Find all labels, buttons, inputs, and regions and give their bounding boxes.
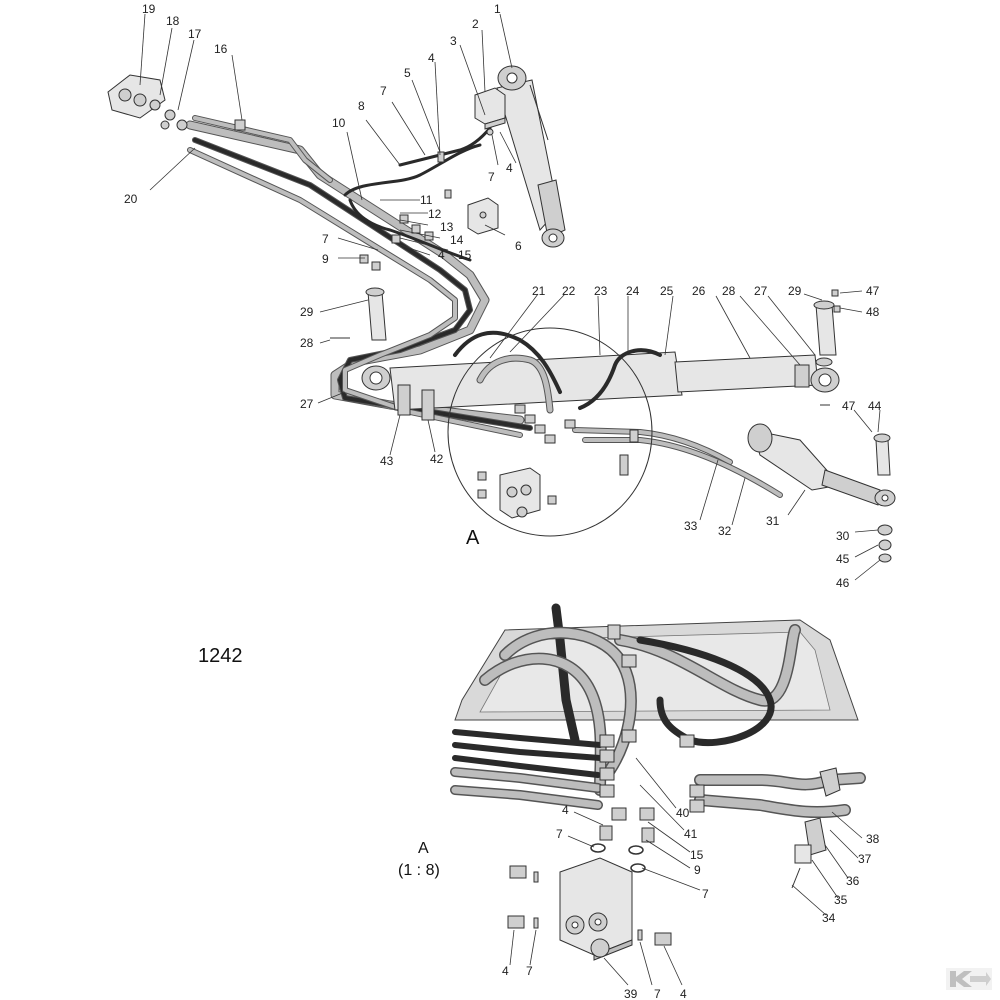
lift-cylinder bbox=[496, 65, 566, 248]
hose-bundle-upper bbox=[185, 115, 533, 438]
callout-d9: 9 bbox=[694, 863, 701, 877]
boom-cylinder bbox=[361, 351, 840, 411]
callout-d7b: 7 bbox=[702, 887, 709, 901]
callout-d7d: 7 bbox=[654, 987, 661, 1000]
pin-right-upper bbox=[813, 289, 841, 367]
callout-29-b: 29 bbox=[788, 284, 802, 298]
callout-d41: 41 bbox=[684, 827, 698, 841]
callout-27-b: 27 bbox=[754, 284, 768, 298]
callout-12: 12 bbox=[428, 207, 442, 221]
callout-d7a: 7 bbox=[556, 827, 563, 841]
callouts-detail: 40 41 15 9 4 7 7 38 37 36 35 34 4 7 39 7… bbox=[502, 803, 880, 1000]
callout-d38: 38 bbox=[866, 832, 880, 846]
callout-28-b: 28 bbox=[722, 284, 736, 298]
valve-block-mid bbox=[477, 467, 557, 519]
callout-leaders-upper bbox=[139, 13, 517, 259]
callout-17: 17 bbox=[188, 27, 202, 41]
callout-22: 22 bbox=[562, 284, 576, 298]
callout-leaders-detail bbox=[509, 757, 863, 986]
callout-48: 48 bbox=[866, 305, 880, 319]
callout-26: 26 bbox=[692, 284, 706, 298]
callout-47-a: 47 bbox=[866, 284, 880, 298]
callout-d4b: 4 bbox=[502, 964, 509, 978]
callout-16: 16 bbox=[214, 42, 228, 56]
callout-11: 11 bbox=[420, 193, 433, 207]
callout-45: 45 bbox=[836, 552, 850, 566]
callout-1: 1 bbox=[494, 2, 501, 16]
callout-d35: 35 bbox=[834, 893, 848, 907]
drawing-number: 1242 bbox=[198, 645, 243, 667]
callout-d36: 36 bbox=[846, 874, 860, 888]
callout-7-c: 7 bbox=[322, 232, 329, 246]
detail-a-view bbox=[450, 603, 866, 961]
callout-33: 33 bbox=[684, 519, 698, 533]
callout-3: 3 bbox=[450, 34, 457, 48]
callout-32: 32 bbox=[718, 524, 732, 538]
callout-28-a: 28 bbox=[300, 336, 314, 350]
callout-30: 30 bbox=[836, 529, 850, 543]
small-cylinder bbox=[747, 423, 896, 507]
callout-43: 43 bbox=[380, 454, 394, 468]
callout-4-c: 4 bbox=[438, 248, 445, 262]
callout-18: 18 bbox=[166, 14, 180, 28]
k-arrow-logo bbox=[946, 968, 992, 990]
detail-label: A bbox=[418, 840, 429, 857]
callout-4-a: 4 bbox=[428, 51, 435, 65]
callouts-upper: 19 18 17 16 20 1 2 3 4 5 7 8 10 7 4 11 1… bbox=[124, 2, 522, 266]
callouts-middle: 21 22 23 24 25 26 28 27 29 47 48 29 28 2… bbox=[300, 284, 882, 590]
hose-pair-upper-middle bbox=[343, 126, 492, 262]
callout-d4c: 4 bbox=[680, 987, 687, 1000]
callout-24: 24 bbox=[626, 284, 640, 298]
callout-23: 23 bbox=[594, 284, 608, 298]
callout-15: 15 bbox=[458, 248, 472, 262]
callout-9: 9 bbox=[322, 252, 329, 266]
callout-7-b: 7 bbox=[488, 170, 495, 184]
callout-d40: 40 bbox=[676, 806, 690, 820]
callout-19: 19 bbox=[142, 2, 156, 16]
callout-leaders-middle bbox=[317, 290, 881, 581]
washers-right bbox=[877, 524, 893, 563]
pin-left bbox=[330, 287, 387, 341]
callout-4-b: 4 bbox=[506, 161, 513, 175]
detail-circle-a bbox=[447, 327, 653, 537]
callout-d15: 15 bbox=[690, 848, 704, 862]
hoses-boom bbox=[453, 330, 783, 498]
callout-8: 8 bbox=[358, 99, 365, 113]
callout-47-b: 47 bbox=[842, 399, 856, 413]
callout-6: 6 bbox=[515, 239, 522, 253]
callout-13: 13 bbox=[440, 220, 454, 234]
callout-46: 46 bbox=[836, 576, 850, 590]
callout-42: 42 bbox=[430, 452, 444, 466]
callout-21: 21 bbox=[532, 284, 546, 298]
callout-25: 25 bbox=[660, 284, 674, 298]
callout-31: 31 bbox=[766, 514, 780, 528]
callout-10: 10 bbox=[332, 116, 346, 130]
callout-27-a: 27 bbox=[300, 397, 314, 411]
callout-d39: 39 bbox=[624, 987, 638, 1000]
callout-2: 2 bbox=[472, 17, 479, 31]
callout-44: 44 bbox=[868, 399, 882, 413]
detail-letter-a: A bbox=[466, 527, 480, 549]
quick-coupler-block bbox=[107, 74, 188, 131]
detail-scale: (1 : 8) bbox=[398, 862, 440, 879]
callout-20: 20 bbox=[124, 192, 138, 206]
callout-d7c: 7 bbox=[526, 964, 533, 978]
fittings-cluster-mid bbox=[514, 404, 639, 476]
pin-right-lower bbox=[873, 433, 891, 476]
valve-block-upper bbox=[474, 87, 506, 136]
valve-block-lower bbox=[467, 197, 499, 235]
callout-d4a: 4 bbox=[562, 803, 569, 817]
callout-d37: 37 bbox=[858, 852, 872, 866]
callout-14: 14 bbox=[450, 233, 464, 247]
callout-7-a: 7 bbox=[380, 84, 387, 98]
callout-29-a: 29 bbox=[300, 305, 314, 319]
callout-5: 5 bbox=[404, 66, 411, 80]
callout-d34: 34 bbox=[822, 911, 836, 925]
